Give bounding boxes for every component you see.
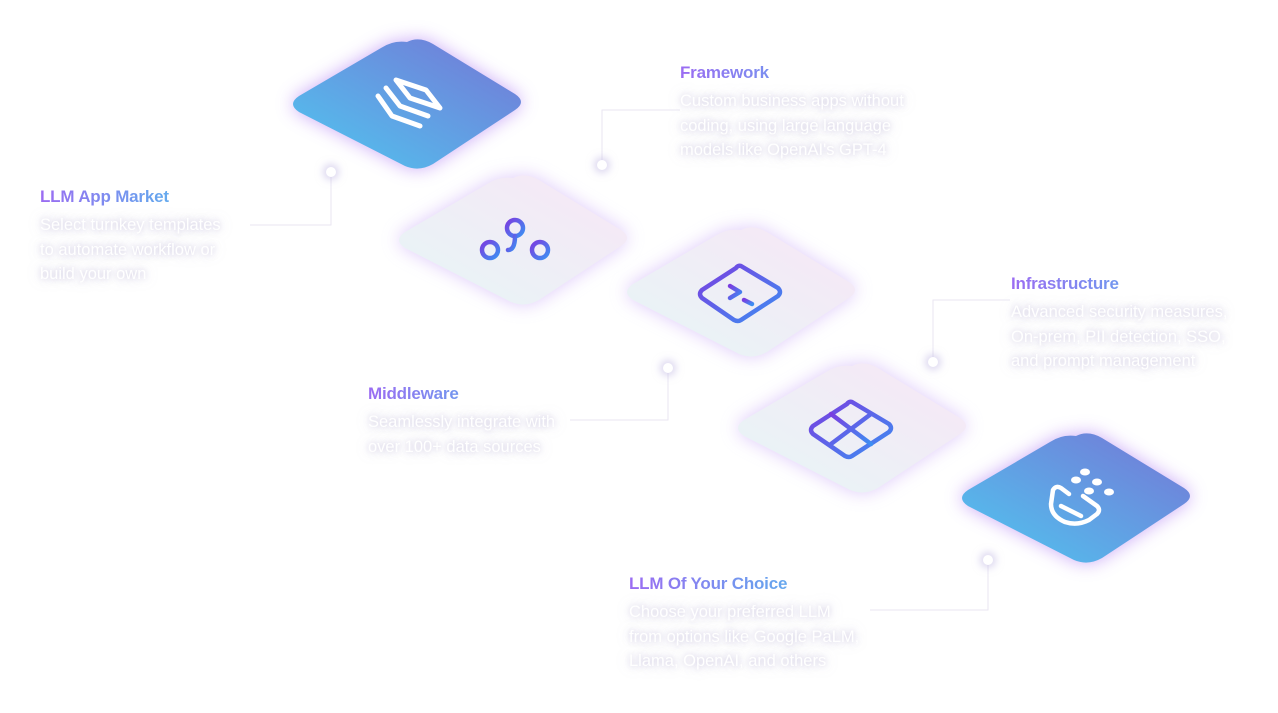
framework-title: Framework <box>680 63 904 83</box>
connector-dot-llm-app-market <box>326 167 336 177</box>
connector-dot-framework <box>597 160 607 170</box>
infrastructure-section: Infrastructure Advanced security measure… <box>1011 274 1227 374</box>
framework-description: Custom business apps without coding, usi… <box>680 92 904 159</box>
framework-tile <box>287 36 527 176</box>
llm-of-your-choice-section: LLM Of Your Choice Choose your preferred… <box>629 574 859 674</box>
connector-dot-middleware <box>663 363 673 373</box>
llm-app-market-description: Select turnkey templates to automate wor… <box>40 216 221 283</box>
infrastructure-description: Advanced security measures, On-prem, PII… <box>1011 303 1228 370</box>
middleware-description: Seamlessly integrate with over 100+ data… <box>368 413 556 456</box>
platform-tile <box>621 224 861 364</box>
framework-section: Framework Custom business apps without c… <box>680 63 904 163</box>
connector-dot-llm-choice <box>983 555 993 565</box>
middleware-tile <box>393 172 633 312</box>
middleware-section: Middleware Seamlessly integrate with ove… <box>368 384 555 459</box>
grid-window-icon <box>808 399 894 460</box>
tap-gesture-icon <box>1048 468 1114 526</box>
stacked-layers-icon <box>375 77 443 129</box>
llm-choice-tile <box>956 430 1196 570</box>
branch-nodes-icon <box>479 217 551 261</box>
llm-app-market-title: LLM App Market <box>40 187 221 207</box>
infrastructure-tile <box>732 360 972 500</box>
llm-app-market-section: LLM App Market Select turnkey templates … <box>40 187 221 287</box>
infrastructure-title: Infrastructure <box>1011 274 1227 294</box>
middleware-title: Middleware <box>368 384 555 404</box>
llm-of-your-choice-description: Choose your preferred LLM from options l… <box>629 603 860 670</box>
terminal-box-icon <box>697 263 783 324</box>
connector-dot-infrastructure <box>928 357 938 367</box>
llm-of-your-choice-title: LLM Of Your Choice <box>629 574 859 594</box>
